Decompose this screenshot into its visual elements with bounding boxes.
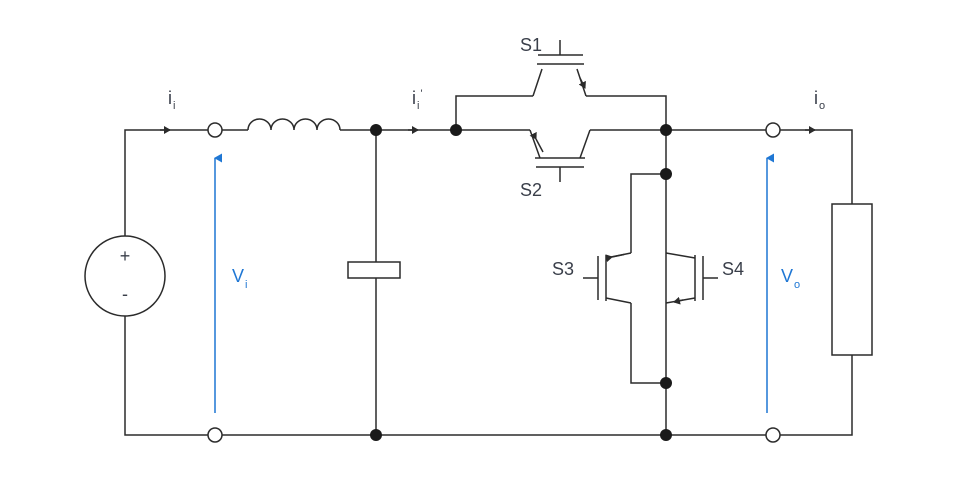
switch-s3	[583, 252, 632, 304]
wire-s1-right	[586, 95, 667, 130]
node-switch-out	[660, 124, 672, 136]
switch-s4	[665, 252, 718, 305]
node-switch-in	[450, 124, 462, 136]
wire-s3-bottom	[630, 303, 666, 384]
wire-top-right	[780, 129, 853, 204]
voltage-source: + -	[84, 235, 166, 317]
terminals	[207, 122, 781, 443]
wire-s3-top	[630, 173, 666, 253]
wire-bottom-right	[780, 355, 853, 436]
label-s3: S3	[552, 259, 574, 279]
terminal-in-bottom	[207, 427, 223, 443]
terminal-out-top	[765, 122, 781, 138]
wire-bottom-left	[124, 316, 208, 436]
label-s1: S1	[520, 35, 542, 55]
label-ii: ii	[168, 88, 175, 112]
label-vo: Vo	[781, 266, 800, 291]
terminal-in-top	[207, 122, 223, 138]
node-bottom-rail	[660, 429, 672, 441]
load-resistor	[831, 203, 873, 356]
label-s4: S4	[722, 259, 744, 279]
inductor	[247, 118, 341, 131]
capacitor	[347, 261, 401, 279]
label-s2: S2	[520, 180, 542, 200]
label-ii-prime: ii'	[412, 88, 423, 112]
node-s34-top	[660, 168, 672, 180]
wire-top-left	[124, 129, 208, 236]
wire-s1-left	[455, 95, 533, 130]
node-cap-top	[370, 124, 382, 136]
label-vi: Vi	[232, 266, 247, 291]
source-minus: -	[122, 284, 128, 304]
nodes	[370, 124, 672, 441]
label-io: io	[814, 88, 825, 112]
switch-s1	[532, 40, 587, 97]
source-plus: +	[120, 246, 131, 266]
node-cap-bottom	[370, 429, 382, 441]
terminal-out-bottom	[765, 427, 781, 443]
node-s34-bottom	[660, 377, 672, 389]
switch-s2	[529, 129, 591, 182]
